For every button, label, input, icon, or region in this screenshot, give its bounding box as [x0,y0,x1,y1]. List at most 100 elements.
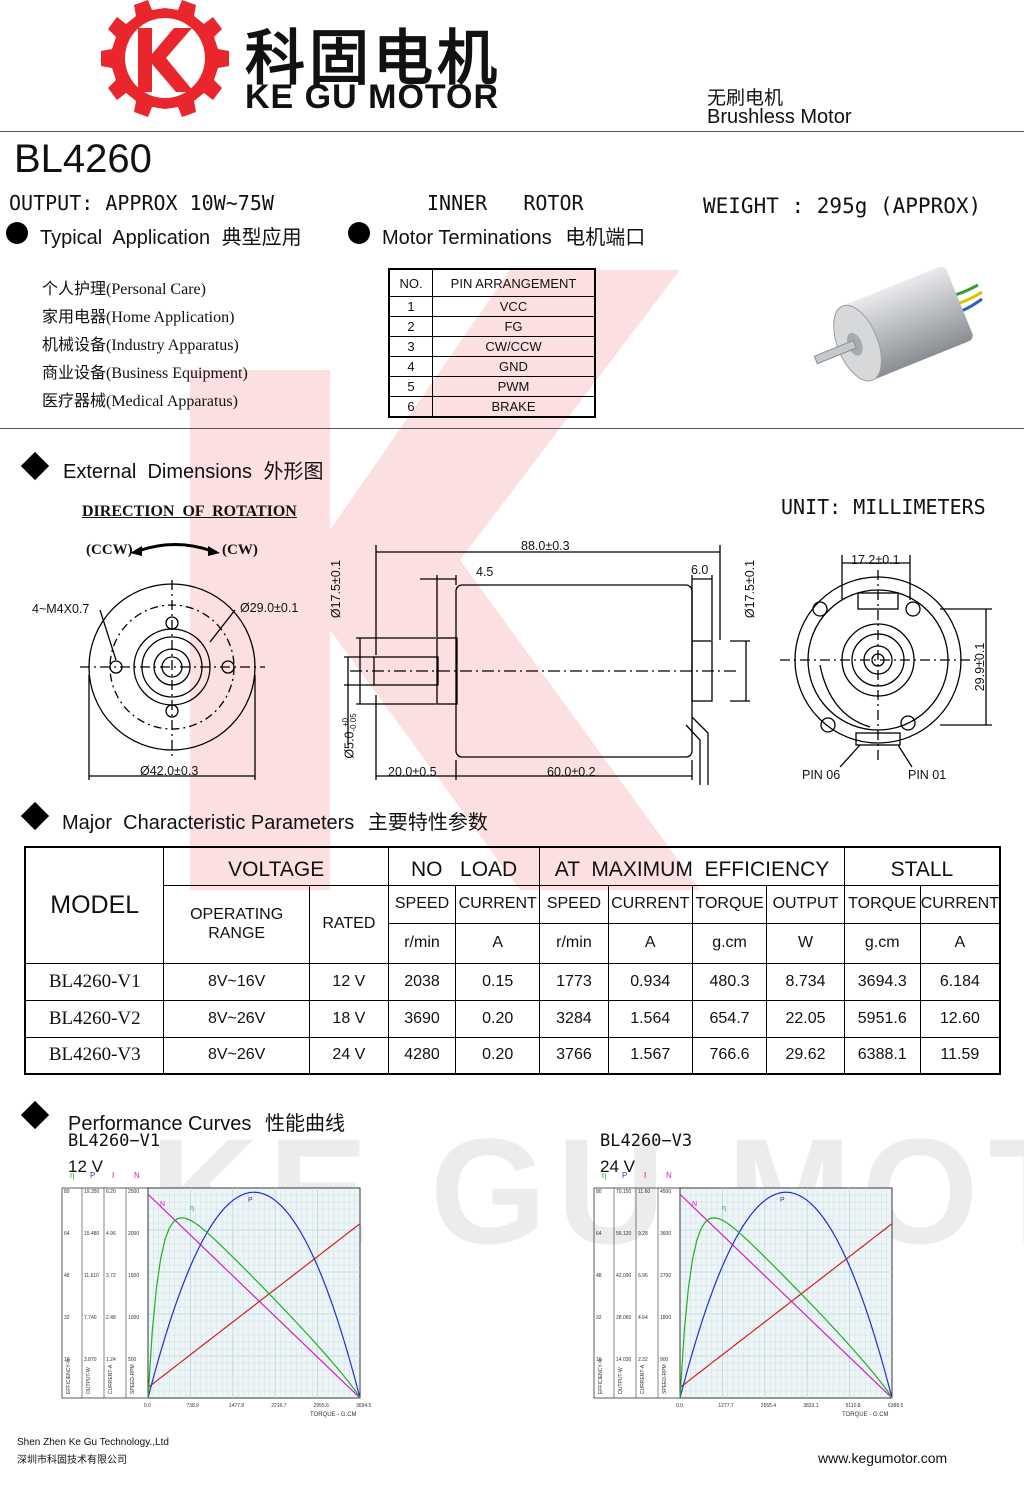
efficiency-curve-label: η [722,1205,726,1212]
table-row: NO. PIN ARRANGEMENT [388,268,596,297]
pin-name: CW/CCW [432,336,596,357]
data-cell: 8V~26V [163,1036,310,1075]
series-header-label: N [666,1171,672,1180]
axis-tick-label: 500 [128,1357,137,1363]
rear-width-label: 17.2±0.1 [851,553,900,567]
axis-tick-label: 32 [64,1315,70,1321]
pin01-label: PIN 01 [908,768,947,782]
speed-curve-label: N [692,1201,697,1208]
output-curve [147,1191,361,1399]
rotation-label: DIRECTION OF ROTATION [82,503,297,520]
col-torque: TORQUE [691,884,768,924]
list-item: 家用电器(Home Application) [42,309,235,326]
unit-rmin: r/min [539,922,609,964]
axis-tick-label: 900 [660,1357,669,1363]
col-rated: RATED [308,884,389,964]
pin-no: 1 [388,296,433,317]
table-row: r/min A r/min A g.cm W g.cm A [25,922,1001,964]
pin-name: VCC [432,296,596,317]
chart1-perf-curves: 806448321619.35015.48011.6107.7403.8706.… [61,1171,372,1418]
axis-box [593,1187,681,1399]
shaft-dia-label: Ø5.0 [342,731,357,759]
typical-title: Typical Application 典型应用 [40,221,302,250]
terminals-title-en: Motor Terminations [382,227,552,249]
axis-title: OUTPUT-W [618,1367,624,1394]
x-tick-label: 3694.5 [356,1403,372,1409]
series-header-label: P [90,1171,95,1180]
axis-tick-label: 48 [596,1273,602,1279]
efficiency-curve [679,1217,893,1399]
axis-title: OUTPUT-W [86,1367,92,1394]
axis-tick-label: 3600 [660,1231,671,1237]
front-view-drawing [80,580,265,780]
efficiency-curve [147,1217,361,1399]
dimensions-title-en: External Dimensions [63,461,252,483]
axis-tick-label: 64 [64,1231,70,1237]
ccw-label: (CCW) [86,542,133,558]
pin-header-arr: PIN ARRANGEMENT [432,268,596,297]
x-tick-label: 3833.1 [803,1403,819,1409]
pin-no: 5 [388,376,433,397]
terminals-title-cn: 电机端口 [565,227,646,249]
col-stall: STALL [843,846,1001,886]
diamond-icon [20,1100,50,1130]
x-tick-label: 6388.5 [888,1403,904,1409]
unit-w: W [766,922,845,964]
axis-tick-label: 32 [596,1315,602,1321]
diamond-icon [20,801,50,831]
axis-tick-label: 42.090 [616,1273,632,1279]
data-cell: 29.62 [766,1036,845,1075]
data-cell: 8V~26V [163,999,310,1038]
data-cell: 6388.1 [843,1036,921,1075]
side-view-drawing [344,545,750,785]
col-current: CURRENT [919,884,1001,924]
side-total-label: 88.0±0.3 [521,539,570,553]
front-pcd-label: Ø29.0±0.1 [240,601,299,615]
axis-tick-label: 2500 [128,1189,139,1195]
axis-tick-label: 1800 [660,1315,671,1321]
terminals-title: Motor Terminations 电机端口 [382,221,645,250]
data-cell: 8.734 [766,962,845,1001]
series-header-label: P [622,1171,627,1180]
data-cell: 24 V [308,1036,389,1075]
list-item: 商业设备(Business Equipment) [42,365,248,382]
bullet-icon [348,222,370,244]
side-step-label: 4.5 [476,565,494,579]
spec-rotor: INNER ROTOR [427,191,584,215]
list-item: 机械设备(Industry Apparatus) [42,337,239,354]
series-header-label: η [602,1171,606,1180]
data-cell: 3694.3 [843,962,921,1001]
series-header-label: I [112,1171,114,1180]
side-rear-label: 6.0 [691,563,709,577]
pin-name: BRAKE [432,396,596,418]
front-od-label: Ø42.0±0.3 [140,764,199,778]
model-title: BL4260 [14,137,152,181]
pin-header-no: NO. [388,268,433,297]
data-cell: 12 V [308,962,389,1001]
output-curve [679,1191,893,1399]
x-tick-label: 2955.6 [314,1403,330,1409]
axis-tick-label: 11.60 [638,1189,650,1195]
spec-output: OUTPUT: APPROX 10W~75W [9,191,274,215]
data-cell: 11.59 [919,1036,1001,1075]
axis-tick-label: 11.610 [84,1273,99,1279]
header-divider [0,131,1024,132]
footer-company-en: Shen Zhen Ke Gu Technology.,Ltd [17,1437,169,1448]
series-header-label: I [644,1171,646,1180]
data-cell: 22.05 [766,999,845,1038]
unit-a: A [919,922,1001,964]
current-curve [679,1223,893,1388]
data-cell: 3766 [539,1036,609,1075]
axis-tick-label: 28.060 [616,1315,632,1321]
series-header-label: η [70,1171,74,1180]
model-cell: BL4260-V2 [24,999,165,1038]
axis-tick-label: 6.20 [106,1189,116,1195]
data-cell: 0.20 [455,1036,541,1075]
rear-height-label: 29.9±0.1 [973,642,987,692]
axis-tick-label: 1.24 [106,1357,116,1363]
params-title: Major Characteristic Parameters 主要特性参数 [62,806,488,835]
